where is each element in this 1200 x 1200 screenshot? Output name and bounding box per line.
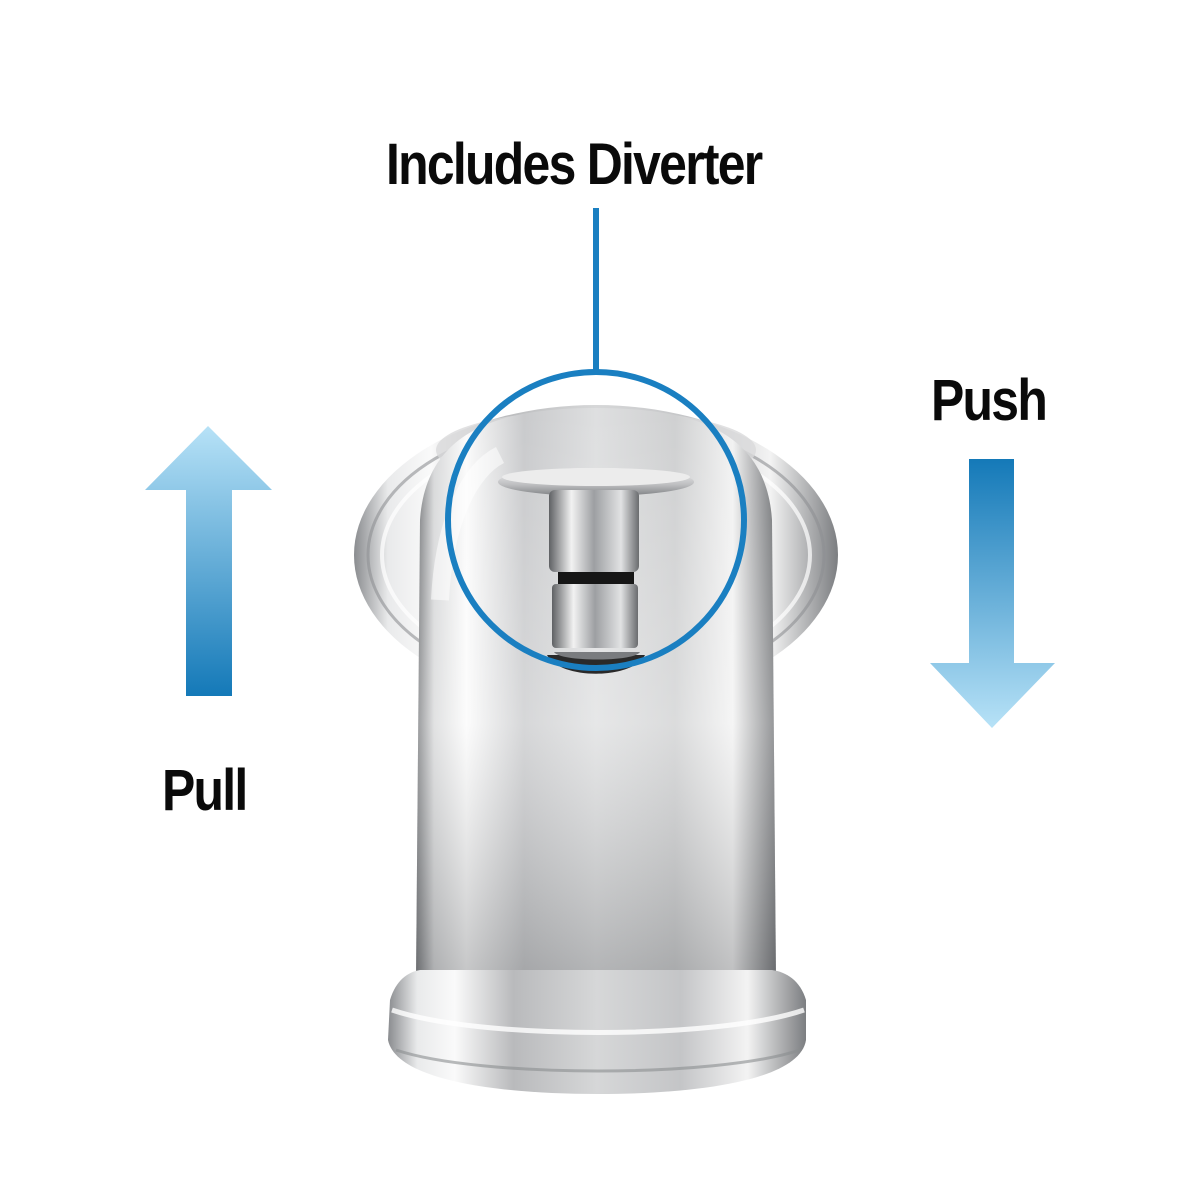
spout-outlet [388,970,806,1094]
push-label: Push [931,368,1048,433]
spout-body [416,408,776,980]
callout-circle [445,369,747,671]
arrow-up-icon [145,426,272,696]
arrow-down-icon [930,459,1055,728]
pull-label: Pull [162,758,248,823]
callout-title: Includes Diverter [386,132,763,197]
diverter-knob [498,468,694,674]
